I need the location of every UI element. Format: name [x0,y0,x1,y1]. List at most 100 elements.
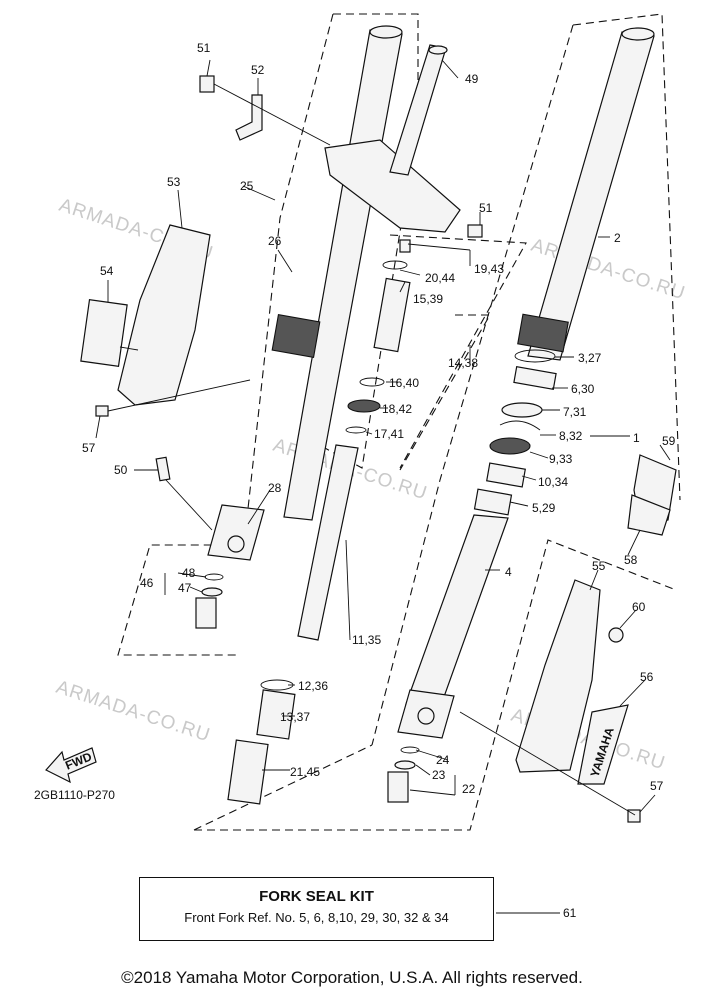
label-19-43: 19,43 [474,262,504,276]
stem-top [428,45,448,55]
label-6-30: 6,30 [571,382,595,396]
right-fork-guard: YAMAHA [515,454,677,823]
seal-6 [513,365,557,391]
label-54: 54 [100,264,114,278]
left-oring-48 [204,573,224,581]
clip-8 [499,420,541,431]
spring-21 [227,739,269,805]
damper-cartridge [227,239,411,805]
label-17-41: 17,41 [374,427,404,441]
circlip-20 [382,260,408,270]
bolt-50 [155,456,171,482]
left-tube-top [369,25,403,39]
label-46: 46 [140,576,154,590]
label-14-38: 14,38 [448,356,478,370]
leader-lines [95,59,671,914]
bush-5 [473,488,513,516]
label-7-31: 7,31 [563,405,587,419]
label-53: 53 [167,175,181,189]
label-49: 49 [465,72,479,86]
label-55: 55 [592,559,606,573]
copyright-notice: ©2018 Yamaha Motor Corporation, U.S.A. A… [121,968,583,987]
watermark-4: ARMADA-CO.RU [53,677,212,747]
fork-seal-kit-box: FORK SEAL KIT Front Fork Ref. No. 5, 6, … [139,877,494,941]
label-21-45: 21,45 [290,765,320,779]
left-bolt-46 [195,597,217,629]
label-59: 59 [662,434,676,448]
outline-spring-group [399,314,491,471]
outline-inner-1 [309,119,419,469]
cap-13 [256,689,296,740]
label-52: 52 [251,63,265,77]
left-washer-47 [201,587,223,597]
label-58: 58 [624,553,638,567]
fwd-arrow: FWD [45,747,97,784]
kit-subtitle: Front Fork Ref. No. 5, 6, 8,10, 29, 30, … [184,910,449,925]
label-57b: 57 [650,779,664,793]
fork-guard-53 [117,224,211,406]
label-24: 24 [436,753,450,767]
label-8-32: 8,32 [559,429,583,443]
right-outer-tube [527,31,655,361]
label-3-27: 3,27 [578,351,602,365]
bolt-22 [387,771,409,803]
right-fork-assembly [387,27,655,803]
label-10-34: 10,34 [538,475,568,489]
nut-60 [608,627,624,643]
right-dust-seal [517,313,569,353]
decal-56 [577,704,629,785]
label-1: 1 [633,431,640,445]
label-60: 60 [632,600,646,614]
label-4: 4 [505,565,512,579]
diagram-code: 2GB1110-P270 [34,788,115,802]
label-13-37: 13,37 [280,710,310,724]
decal-54 [80,298,128,368]
label-47: 47 [178,581,192,595]
outline-bottom [194,539,677,831]
label-22: 22 [462,782,476,796]
outline-right-left [371,24,574,746]
clamp-52 [235,94,263,141]
outline-right-top [572,13,681,501]
outline-top [333,13,419,120]
seal-18 [347,399,381,413]
label-48: 48 [182,566,196,580]
assembly-outlines [117,13,681,831]
label-25: 25 [240,179,254,193]
bolt-57a [95,405,109,417]
label-51a: 51 [197,41,211,55]
left-dust-seal [271,313,321,359]
callout-labels: 1 2 3,27 4 5,29 6,30 7,31 8,32 9,33 10,3… [82,41,676,920]
bolt-19 [399,239,411,253]
bolt-51a [199,75,215,93]
seal-9 [489,437,531,455]
kit-title: FORK SEAL KIT [259,888,374,905]
label-50: 50 [114,463,128,477]
label-57a: 57 [82,441,96,455]
oring-24 [400,746,420,754]
label-61: 61 [563,906,577,920]
ring-3 [514,349,556,363]
label-51b: 51 [479,201,493,215]
left-fork-guard [80,224,211,482]
label-2: 2 [614,231,621,245]
label-56: 56 [640,670,654,684]
label-18-42: 18,42 [382,402,412,416]
fork-guard-55 [515,579,601,773]
label-9-33: 9,33 [549,452,573,466]
label-12-36: 12,36 [298,679,328,693]
right-tube-top [621,27,655,41]
outline-bottom-left [193,744,373,831]
left-fork-assembly [195,25,403,629]
fwd-arrow-icon [45,747,97,784]
washer-7 [501,402,543,418]
left-axle-holder [207,504,265,561]
damper-rod-15 [373,277,411,353]
oring-16 [359,377,385,387]
under-bracket [324,139,461,233]
cylinder-11 [297,444,359,641]
label-26: 26 [268,234,282,248]
outline-inner-2 [389,234,527,469]
label-5-29: 5,29 [532,501,556,515]
